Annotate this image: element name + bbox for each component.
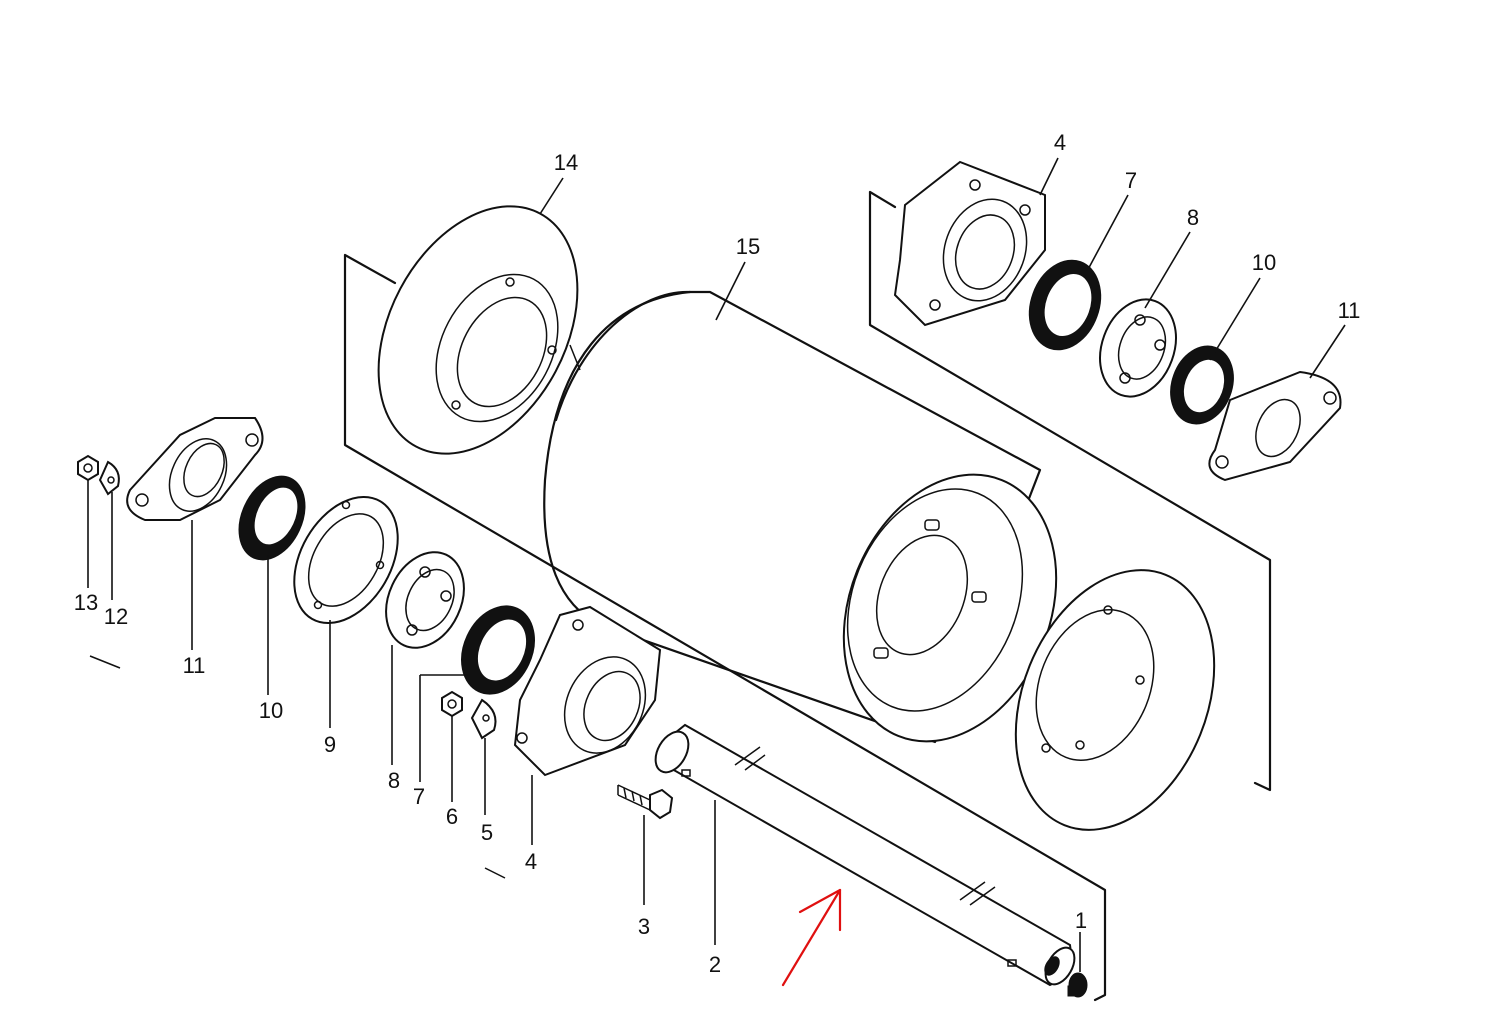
bearing-8-left xyxy=(385,551,465,649)
seal-10-left xyxy=(238,475,306,561)
bolt-3 xyxy=(617,784,674,820)
shaft-2 xyxy=(654,723,1076,987)
seal-10-top xyxy=(1170,345,1234,425)
flange-11-left xyxy=(126,417,264,521)
bearing-housing-4-left xyxy=(513,605,662,777)
nut-13 xyxy=(77,454,99,482)
part-label-6: 6 xyxy=(446,804,458,829)
nut-6 xyxy=(441,690,463,718)
part-label-4-top: 4 xyxy=(1054,130,1066,155)
part-label-3: 3 xyxy=(638,914,650,939)
lock-washer-5 xyxy=(470,698,497,740)
part-label-7-left: 7 xyxy=(413,784,425,809)
gasket-9 xyxy=(293,495,399,625)
bearing-housing-4-top xyxy=(893,160,1046,327)
part-label-4-left: 4 xyxy=(525,849,537,874)
part-label-15: 15 xyxy=(736,234,760,259)
left-assembly-bracket xyxy=(343,253,1107,1002)
right-end-disc xyxy=(1014,569,1216,831)
flange-11-top xyxy=(1208,370,1342,482)
grease-nipple-1 xyxy=(1067,972,1088,998)
scan-marks xyxy=(89,344,581,879)
seal-7-left xyxy=(461,605,535,695)
part-label-11-left: 11 xyxy=(183,653,206,678)
part-label-1: 1 xyxy=(1075,908,1087,933)
part-label-10-top: 10 xyxy=(1252,250,1276,275)
part-labels: 14 15 4 7 8 10 11 13 12 11 10 9 8 7 6 5 … xyxy=(74,130,1361,977)
part-label-8-left: 8 xyxy=(388,768,400,793)
part-label-5: 5 xyxy=(481,820,493,845)
part-label-11-top: 11 xyxy=(1338,298,1361,323)
part-label-12: 12 xyxy=(104,604,128,629)
bearing-8-top xyxy=(1099,298,1177,398)
part-label-9: 9 xyxy=(324,732,336,757)
leader-lines xyxy=(87,157,1346,972)
part-label-2: 2 xyxy=(709,952,721,977)
part-label-7-top: 7 xyxy=(1125,168,1137,193)
seal-7-top xyxy=(1028,259,1102,351)
red-arrow-annotation xyxy=(781,888,842,987)
drum-15 xyxy=(543,290,1058,744)
part-label-14: 14 xyxy=(554,150,578,175)
end-disc-14 xyxy=(377,205,579,455)
part-label-10-left: 10 xyxy=(259,698,283,723)
lock-washer-12 xyxy=(98,460,120,496)
part-label-13: 13 xyxy=(74,590,98,615)
part-label-8-top: 8 xyxy=(1187,205,1199,230)
right-assembly-bracket xyxy=(868,190,1272,792)
